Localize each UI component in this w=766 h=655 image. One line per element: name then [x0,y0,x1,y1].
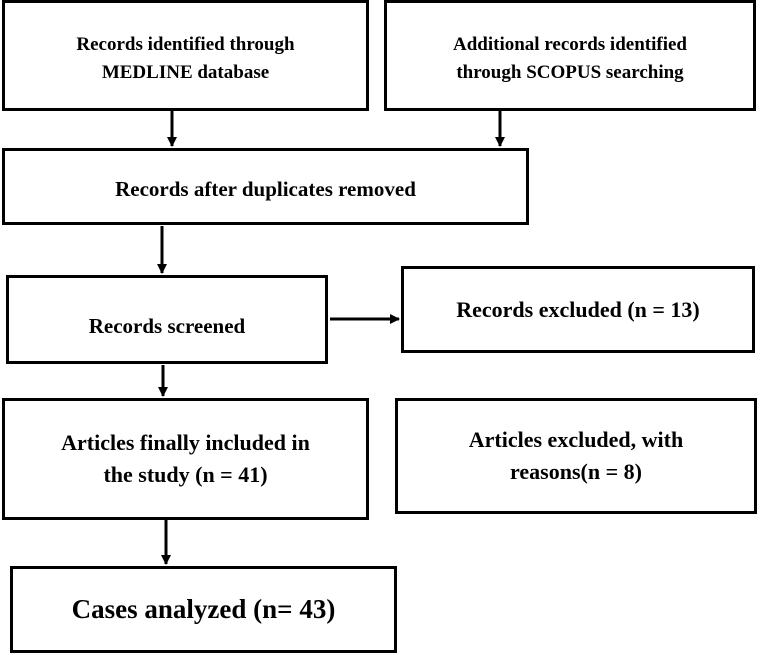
duplicates-removed-box: Records after duplicates removed [2,148,529,225]
articles-included-box: Articles finally included in the study (… [2,398,369,520]
records-screened-box: Records screened [6,275,328,364]
articles-excluded-label: Articles excluded, with reasons(n = 8) [468,427,684,484]
records-excluded-box: Records excluded (n = 13) [401,266,755,353]
records-excluded-label: Records excluded (n = 13) [456,296,700,322]
medline-records-box: Records identified through MEDLINE datab… [2,0,369,111]
cases-analyzed-label: Cases analyzed (n= 43) [71,593,336,624]
records-screened-label: Records screened [88,314,246,339]
scopus-records-box: Additional records identified through SC… [384,0,756,111]
articles-included-label: Articles finally included in the study (… [61,430,310,487]
duplicates-removed-label: Records after duplicates removed [115,177,416,202]
articles-excluded-box: Articles excluded, with reasons(n = 8) [395,398,757,514]
scopus-records-label: Additional records identified through SC… [453,33,687,83]
medline-records-label: Records identified through MEDLINE datab… [76,33,295,83]
cases-analyzed-box: Cases analyzed (n= 43) [10,566,397,653]
